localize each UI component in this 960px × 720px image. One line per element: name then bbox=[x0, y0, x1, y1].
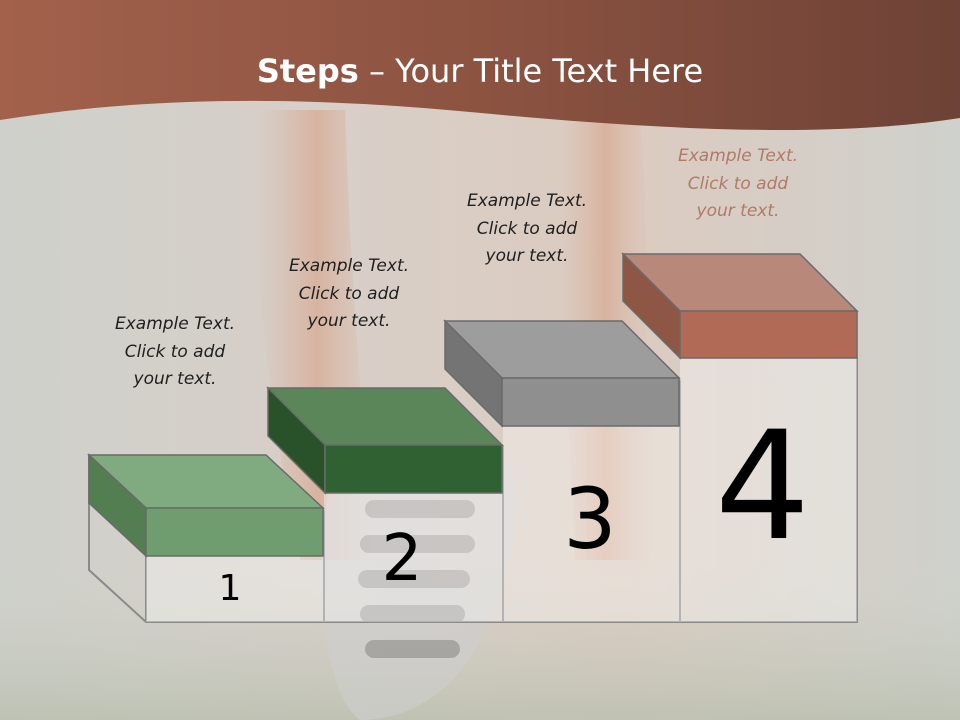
step-1-lid[interactable] bbox=[87, 453, 325, 558]
step-faces bbox=[146, 358, 857, 622]
step-4-lid[interactable] bbox=[621, 252, 859, 360]
step-2-caption[interactable]: Example Text. Click to add your text. bbox=[249, 253, 449, 336]
step-3-number: 3 bbox=[563, 470, 617, 568]
caption-line: Example Text. bbox=[114, 314, 236, 334]
caption-line: your text. bbox=[307, 311, 391, 331]
face-4 bbox=[680, 358, 857, 622]
step-1-caption[interactable]: Example Text. Click to add your text. bbox=[75, 311, 275, 394]
step-1-number: 1 bbox=[218, 568, 242, 609]
step-3-caption[interactable]: Example Text. Click to add your text. bbox=[427, 188, 627, 271]
title-bold: Steps bbox=[256, 52, 359, 90]
step-2-lid[interactable] bbox=[266, 386, 504, 495]
caption-line: your text. bbox=[696, 201, 780, 221]
slide-title[interactable]: Steps – Your Title Text Here bbox=[0, 52, 960, 90]
caption-line: Click to add bbox=[298, 283, 400, 304]
face-3 bbox=[503, 426, 680, 622]
title-banner bbox=[0, 0, 960, 131]
step-3-lid[interactable] bbox=[443, 319, 681, 428]
shoe-sole-image bbox=[321, 448, 518, 720]
caption-line: your text. bbox=[133, 369, 217, 389]
title-rest: – Your Title Text Here bbox=[358, 52, 704, 90]
caption-line: Example Text. bbox=[288, 256, 410, 276]
face-2 bbox=[324, 493, 503, 622]
caption-line: your text. bbox=[485, 246, 569, 266]
caption-line: Click to add bbox=[476, 218, 578, 239]
step-4-caption[interactable]: Example Text. Click to add your text. bbox=[638, 143, 838, 226]
step-2-number: 2 bbox=[381, 522, 423, 596]
step-4-number: 4 bbox=[714, 400, 811, 574]
caption-line: Click to add bbox=[687, 173, 789, 194]
step-outlines bbox=[88, 358, 858, 623]
caption-line: Click to add bbox=[124, 341, 226, 362]
caption-line: Example Text. bbox=[466, 191, 588, 211]
face-1 bbox=[146, 556, 324, 622]
caption-line: Example Text. bbox=[677, 146, 799, 166]
